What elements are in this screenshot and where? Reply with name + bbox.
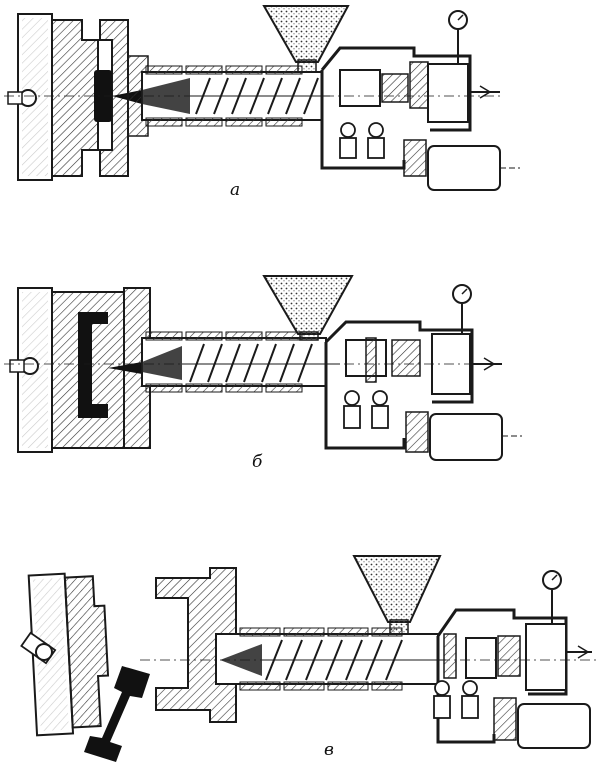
caption-v: в bbox=[324, 740, 334, 760]
valves bbox=[339, 122, 385, 159]
molded-part bbox=[78, 312, 108, 418]
caption-a: а bbox=[230, 180, 241, 200]
hopper bbox=[262, 275, 354, 335]
panel-a bbox=[4, 5, 520, 191]
hydraulic-cylinder bbox=[427, 63, 469, 123]
electric-motor bbox=[517, 703, 591, 749]
mold-half-moving bbox=[51, 19, 99, 177]
heater-bands bbox=[145, 331, 303, 393]
ejected-part bbox=[84, 666, 150, 762]
drive-housing bbox=[324, 320, 474, 450]
hydraulic-cylinder bbox=[525, 623, 567, 691]
valves bbox=[433, 680, 479, 719]
hopper bbox=[262, 5, 350, 63]
electric-motor bbox=[427, 145, 501, 191]
electric-motor bbox=[429, 413, 503, 461]
heater-bands bbox=[239, 627, 403, 691]
molded-part bbox=[94, 70, 112, 122]
mold-half-moving bbox=[63, 575, 110, 729]
hopper bbox=[352, 555, 442, 623]
panel-v bbox=[20, 555, 596, 762]
caption-b: б bbox=[252, 452, 263, 472]
valves bbox=[343, 390, 389, 429]
tie-rod-nut bbox=[35, 643, 53, 661]
panel-b bbox=[4, 275, 522, 461]
heater-bands bbox=[145, 65, 303, 127]
